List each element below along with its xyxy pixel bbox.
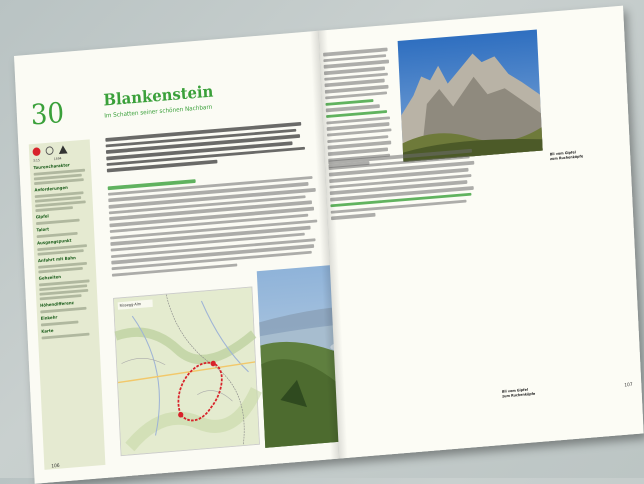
right-text-lower <box>328 148 479 222</box>
page-number-right: 107 <box>624 382 633 388</box>
left-page: 30 Blankenstein Im Schatten seiner schön… <box>14 31 339 484</box>
altitude-triangle-icon <box>59 145 68 154</box>
sidebar-text-line <box>35 206 73 212</box>
route-map-svg <box>114 288 259 456</box>
sidebar-text-line <box>41 320 79 326</box>
difficulty-red-dot-icon <box>32 147 40 156</box>
route-map: Rissegg-Alm <box>113 287 260 457</box>
book-spread: 30 Blankenstein Im Schatten seiner schön… <box>14 6 644 484</box>
bottom-photo-caption: Bli vom Gipfel zum Ruchenköpfe <box>502 386 537 398</box>
right-text-column <box>323 47 397 171</box>
body-text <box>108 169 321 280</box>
altitude-label: 1494 <box>54 157 62 161</box>
tour-number: 30 <box>30 97 65 132</box>
page-number-left: 106 <box>51 463 60 469</box>
info-sidebar: 3:15 1494 Tourencharakter Anforderungen … <box>29 139 106 470</box>
right-page: Bli vom Gipfel zum Ruchenköpfe Bli vom G… <box>319 6 644 459</box>
top-photo-caption: Bli vom Gipfel zum Ruchenköpfe <box>550 149 585 161</box>
intro-paragraph <box>105 122 307 176</box>
mountain-photo-svg <box>398 30 543 162</box>
mountain-photo <box>398 30 543 162</box>
icon-labels: 3:15 1494 <box>33 155 87 163</box>
duration-ring-icon <box>45 146 53 155</box>
duration-label: 3:15 <box>33 158 40 162</box>
